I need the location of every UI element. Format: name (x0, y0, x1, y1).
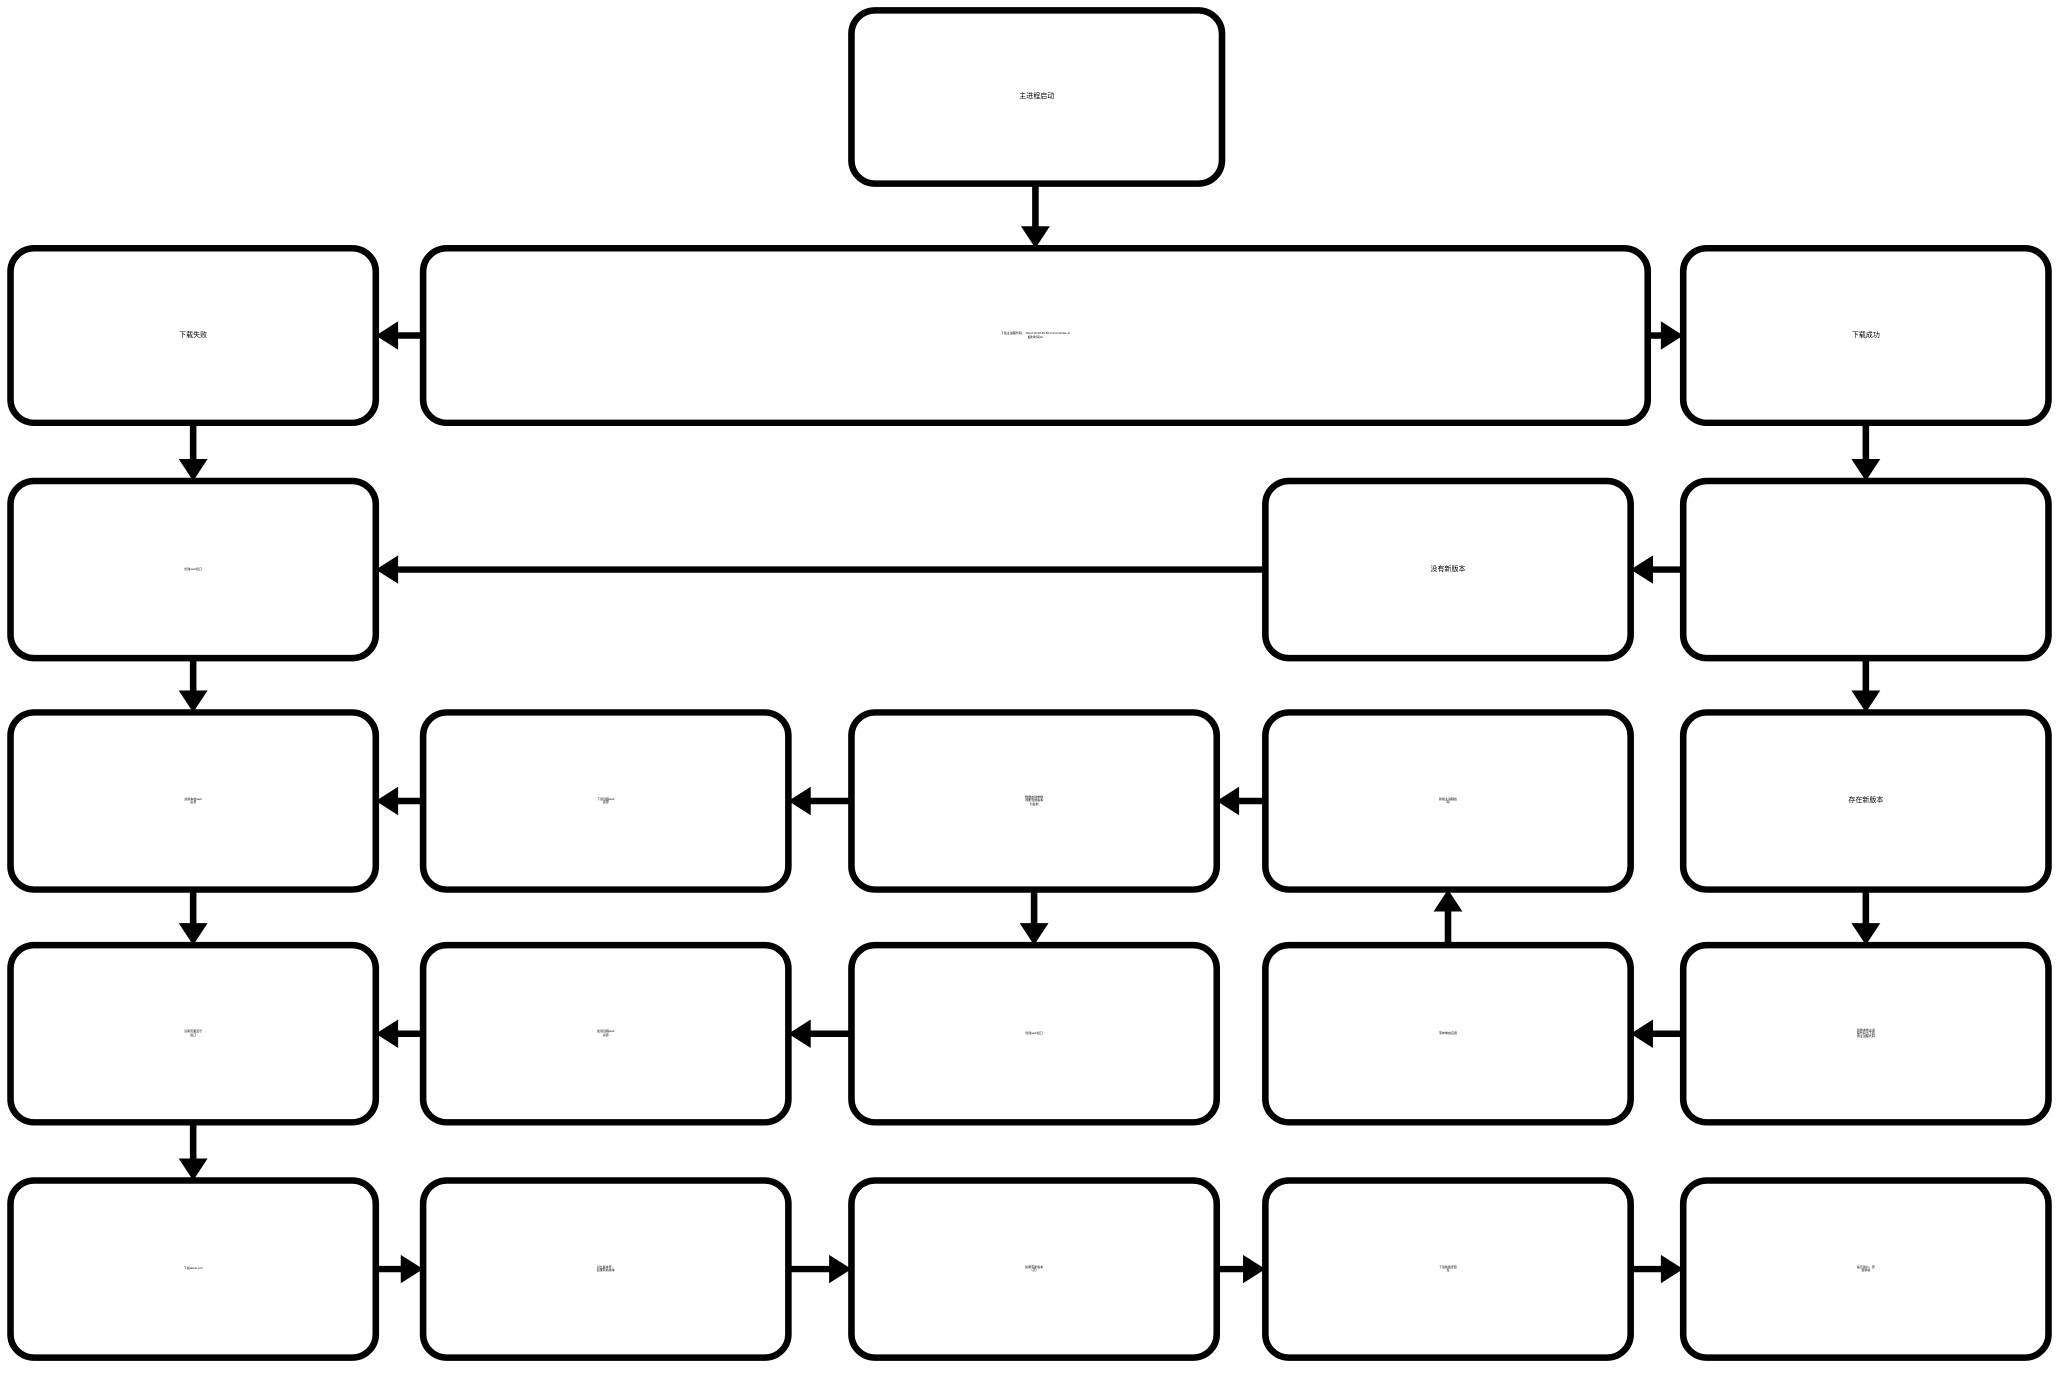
node-download-latest-yml-box[interactable] (7, 1177, 380, 1361)
edge-create-window-to-load-local (178, 658, 208, 713)
node-judge-current-version-latest-box[interactable] (848, 709, 1221, 893)
edge-start-to-download (1020, 183, 1050, 249)
node-compare-version-number-box[interactable] (419, 1177, 792, 1361)
node-create-web-window-top-box[interactable] (7, 477, 380, 662)
node-download-failed-box[interactable] (7, 245, 380, 427)
edge-no-new-version-to-create-window (375, 555, 1266, 584)
node-main-process-start-box[interactable] (848, 7, 1226, 187)
node-compare-web-version-box[interactable] (1679, 477, 2052, 662)
edge-download-remote-to-load-local (375, 786, 424, 816)
node-has-new-version-box[interactable] (1679, 709, 2052, 893)
node-load-local-web-resource-box[interactable] (7, 709, 380, 893)
edge-judge-to-create-window2 (1019, 889, 1049, 946)
node-restart-app-with-args-box[interactable] (1262, 941, 1634, 1126)
node-download-new-installer-box[interactable] (1262, 1177, 1634, 1361)
edge-download-to-success (1647, 321, 1684, 350)
node-load-remote-web-resource-box[interactable] (419, 941, 792, 1126)
node-render-page-show-window-box[interactable] (7, 941, 380, 1126)
edge-download-to-failed (375, 321, 424, 350)
edge-installer-to-prompt (1630, 1254, 1684, 1284)
edge-restart-to-new-main (1433, 889, 1463, 946)
edge-yml-to-compare-version (375, 1254, 424, 1284)
edge-replace-to-restart (1630, 1019, 1684, 1048)
node-no-new-version-box[interactable] (1262, 477, 1634, 662)
edge-shell-to-download-installer (1216, 1254, 1266, 1284)
edge-new-main-to-judge (1216, 786, 1266, 816)
edge-render-to-yml (178, 1122, 208, 1181)
edge-compare-to-has-new-version (1851, 658, 1881, 713)
edge-load-local-to-render (178, 889, 208, 946)
node-download-remote-web-resource-box[interactable] (419, 709, 792, 893)
node-if-new-version-shell-box[interactable] (848, 1177, 1221, 1361)
edge-has-new-to-replace (1851, 889, 1881, 946)
edge-judge-to-download-remote (788, 786, 852, 816)
node-download-main-process-code-box[interactable] (419, 245, 1652, 427)
node-create-web-window-bottom-box[interactable] (848, 941, 1221, 1126)
node-download-success-box[interactable] (1679, 245, 2052, 427)
edge-failed-to-create-window (178, 422, 208, 481)
edge-success-to-compare (1851, 422, 1881, 481)
edge-create-window2-to-load-remote (788, 1019, 852, 1048)
edge-compare-version-to-shell (788, 1254, 852, 1284)
node-new-main-process-start-box[interactable] (1262, 709, 1634, 893)
node-prompt-user-install-new-box[interactable] (1679, 1177, 2052, 1361)
edge-compare-to-no-new-version (1630, 555, 1684, 584)
edge-load-remote-to-render (375, 1019, 424, 1048)
node-replace-local-main-process-code-box[interactable] (1679, 941, 2052, 1126)
